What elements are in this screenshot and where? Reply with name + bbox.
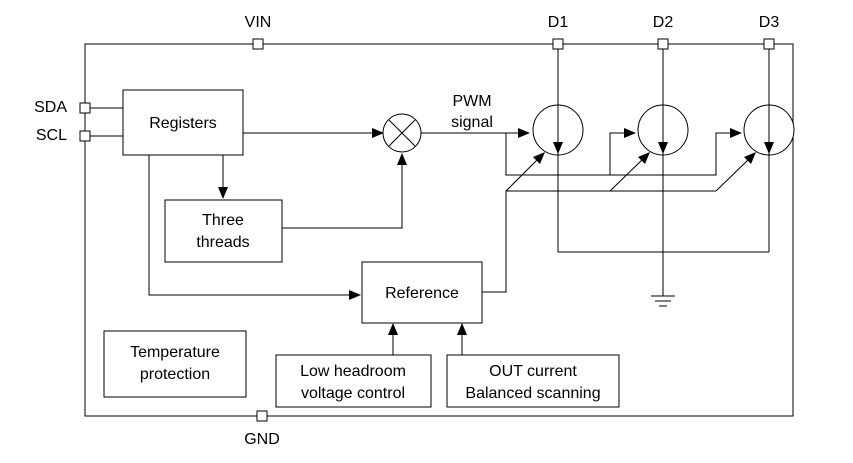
mixer-cross-b [388, 119, 416, 147]
low-headroom-block [275, 354, 432, 408]
arrow-into-threads [218, 187, 228, 199]
pwm-label-line2: signal [451, 114, 493, 131]
arrow-into-mixer [372, 128, 384, 138]
wire-reference-bus [482, 190, 716, 293]
pin-d1 [552, 38, 564, 50]
low-headroom-label-line2: voltage control [301, 385, 405, 402]
wire-reference-to-d3 [715, 158, 750, 192]
wire-reference-to-d2 [609, 158, 644, 192]
three-threads-label-line1: Three [202, 212, 244, 229]
temperature-label-line2: protection [140, 366, 210, 383]
pin-sda [79, 102, 91, 114]
temperature-protection-block [103, 330, 247, 398]
arrow-pwm-to-d2 [624, 128, 636, 138]
ground-icon [651, 295, 675, 307]
pin-label-vin: VIN [245, 14, 272, 31]
arrow-threads-into-mixer [397, 153, 407, 165]
pwm-label-line1: PWM [452, 93, 491, 110]
pin-vin [252, 38, 264, 50]
pin-d3 [763, 38, 775, 50]
wire-threads-to-mixer [282, 164, 403, 229]
chip-outline [84, 43, 794, 417]
pin-d2 [657, 38, 669, 50]
wire-registers-to-reference [148, 155, 350, 296]
temperature-label-line1: Temperature [130, 344, 220, 361]
arrow-d1-down [553, 142, 563, 154]
arrow-d2-down [658, 142, 668, 154]
pin-gnd [256, 410, 268, 422]
reference-block [361, 261, 483, 324]
arrow-reference-to-d1 [533, 152, 545, 164]
wire-reference-to-d1 [505, 158, 539, 192]
pin-label-sda: SDA [34, 99, 67, 116]
pin-label-d1: D1 [548, 14, 569, 31]
arrow-low-headroom-to-reference [388, 323, 398, 335]
out-current-label-line1: OUT current [489, 363, 577, 380]
arrow-pwm-to-current-source [518, 128, 530, 138]
registers-block [122, 89, 244, 156]
arrow-reference-to-d3 [744, 152, 756, 164]
pin-scl [79, 130, 91, 142]
arrow-pwm-to-d3 [730, 128, 742, 138]
arrow-into-reference [349, 290, 361, 300]
three-threads-label-line2: threads [196, 234, 249, 251]
pin-label-gnd: GND [244, 431, 280, 448]
arrow-reference-to-d2 [638, 152, 650, 164]
pin-label-d3: D3 [759, 14, 780, 31]
arrow-d3-down [764, 142, 774, 154]
three-threads-block [164, 199, 283, 263]
pin-label-d2: D2 [653, 14, 674, 31]
low-headroom-label-line1: Low headroom [300, 363, 406, 380]
pin-label-scl: SCL [36, 127, 67, 144]
reference-label: Reference [385, 285, 459, 302]
out-current-label-line2: Balanced scanning [465, 385, 600, 402]
arrow-out-current-to-reference [457, 323, 467, 335]
out-current-block [446, 354, 620, 408]
registers-label: Registers [149, 115, 217, 132]
